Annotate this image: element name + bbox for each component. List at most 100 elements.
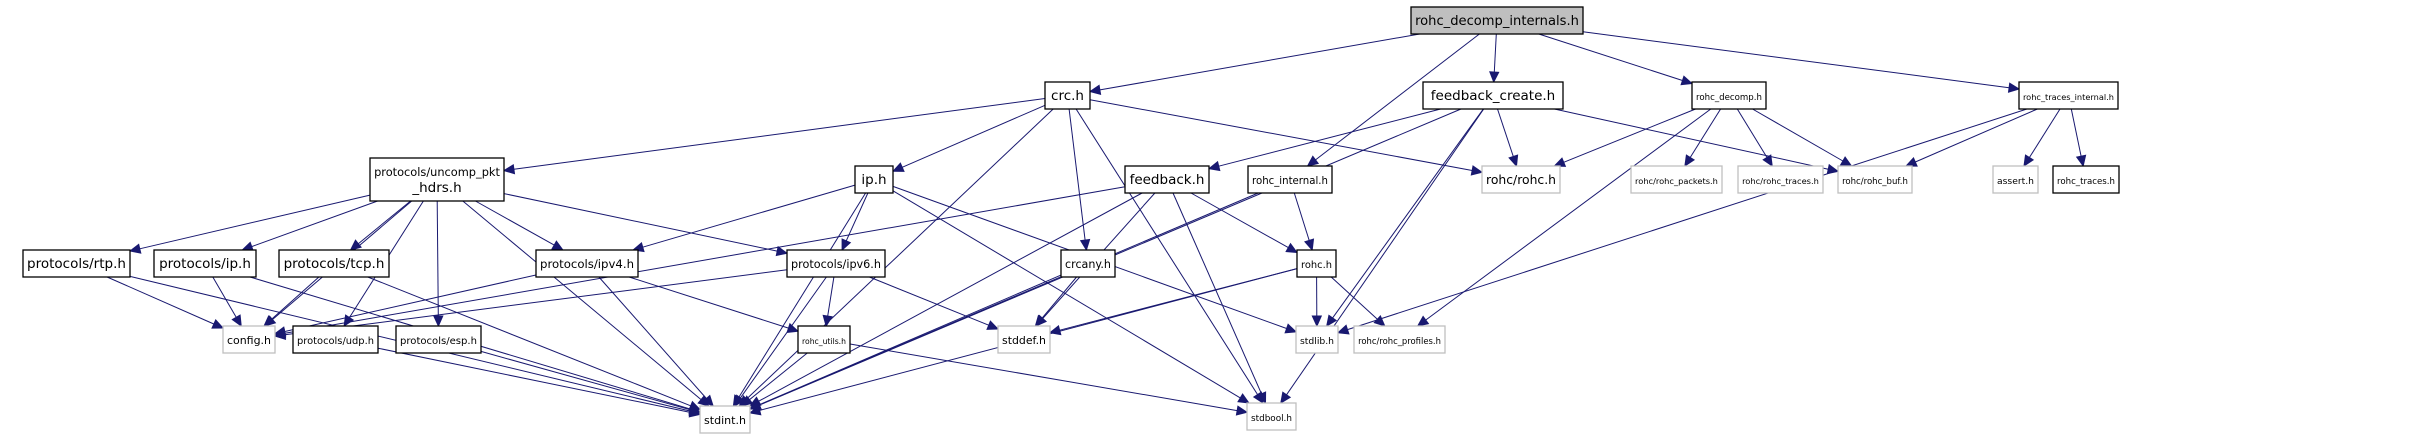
node-label: crcany.h (1065, 258, 1111, 271)
node-box (1992, 165, 2039, 194)
arrowhead-feedback-to-stdbool (1256, 391, 1267, 405)
edge-rohc_internal-to-rohc (1293, 192, 1310, 241)
node-box (1837, 165, 1913, 194)
node-stddef: stddef.h (997, 325, 1051, 354)
arrowhead-rohc_decomp-to-rohc_rohc (1553, 157, 1567, 167)
edge-feedback-to-stdbool (1172, 192, 1262, 395)
arrowhead-rohc_decomp-to-rohc_rohc_traces (1762, 154, 1773, 168)
edge-rohc_internal-to-stdint (759, 192, 1259, 406)
arrowhead-ip-to-stdbool (1237, 393, 1250, 404)
node-rohc[interactable]: rohc.h (1296, 249, 1337, 278)
edges-layer (106, 31, 2087, 418)
arrowhead-crc-to-uncomp_pkt_hdrs (502, 163, 516, 175)
node-label: protocols/ip.h (159, 256, 251, 272)
node-box (1481, 165, 1561, 194)
node-box (222, 325, 276, 354)
node-label: protocols/esp.h (400, 336, 477, 347)
node-label: rohc_internal.h (1252, 176, 1328, 187)
node-uncomp-pkt-hdrs[interactable]: protocols/uncomp_pkt_hdrs.h (369, 157, 505, 202)
edge-ipv6-to-stddef (869, 276, 989, 326)
edge-rohc_decomp-to-rohc_packets (1689, 108, 1722, 158)
edge-uncomp_pkt_hdrs-to-stdint (462, 200, 702, 400)
node-crc[interactable]: crc.h (1044, 81, 1091, 110)
node-stdbool: stdbool.h (1246, 402, 1297, 431)
node-crcany[interactable]: crcany.h (1060, 249, 1116, 278)
arrowhead-root-to-rohc_traces_internal (2007, 82, 2021, 93)
node-label: assert.h (1997, 176, 2034, 187)
edge-uncomp_pkt_hdrs-to-ipv6 (503, 193, 778, 252)
edge-feedback-to-rohc (1190, 192, 1289, 249)
arrowhead-rohc_utils-to-stdint (740, 395, 754, 407)
node-label: feedback_create.h (1431, 88, 1555, 104)
arrowhead-rohc-to-stdint (748, 405, 762, 416)
node-box (369, 157, 505, 202)
node-rohc-profiles: rohc/rohc_profiles.h (1353, 325, 1446, 354)
edge-crc-to-stdbool (1075, 108, 1259, 395)
node-box (854, 165, 894, 194)
arrowhead-rohc_traces_internal-to-stdlib (1336, 324, 1350, 335)
arrowhead-esp-to-stdint (688, 404, 702, 415)
node-ipv4[interactable]: protocols/ipv4.h (535, 249, 639, 278)
edge-rohc_utils-to-stdint (749, 352, 808, 401)
edge-ipv6-to-stdint (739, 276, 827, 399)
edge-ip-to-ipv4 (642, 184, 856, 248)
edge-rohc_traces_internal-to-rohc_traces (2070, 108, 2082, 157)
node-rtp[interactable]: protocols/rtp.h (22, 249, 131, 278)
arrowhead-ipv6-to-stdint (733, 394, 746, 407)
node-rohc-traces-internal[interactable]: rohc_traces_internal.h (2018, 81, 2119, 110)
edge-feedback-to-stdint (758, 192, 1143, 402)
edge-ip-to-stdbool (892, 190, 1241, 399)
node-box (786, 249, 886, 278)
edge-ipv4-to-config (284, 274, 537, 332)
edge-ip-to-ipv6 (845, 192, 869, 242)
edge-pip-to-config (212, 276, 237, 318)
edge-root-to-rohc_traces_internal (1582, 31, 2010, 89)
node-feedback-create[interactable]: feedback_create.h (1422, 81, 1564, 110)
node-label: stdbool.h (1251, 414, 1292, 424)
node-rohc-decomp[interactable]: rohc_decomp.h (1691, 81, 1767, 110)
arrowhead-ipv4-to-rohc_utils (786, 322, 800, 333)
node-pip[interactable]: protocols/ip.h (153, 249, 257, 278)
arrowhead-feedback_create-to-stdlib (1325, 314, 1338, 327)
edge-uncomp_pkt_hdrs-to-ipv4 (475, 200, 555, 246)
node-stdint: stdint.h (699, 405, 751, 434)
node-tcp[interactable]: protocols/tcp.h (278, 249, 390, 278)
edge-rohc_decomp-to-rohc_profiles (1425, 108, 1712, 321)
node-label: rohc/rohc_traces.h (1742, 176, 1819, 186)
arrowhead-crcany-to-stddef (1034, 314, 1047, 327)
node-box (699, 405, 751, 434)
edge-root-to-rohc_internal (1315, 33, 1480, 161)
node-feedback[interactable]: feedback.h (1124, 165, 1210, 194)
edge-feedback_create-to-rohc_rohc (1497, 108, 1514, 157)
arrowhead-ipv6-to-config (273, 329, 287, 341)
node-label: protocols/rtp.h (27, 256, 126, 272)
node-box (1044, 81, 1091, 110)
arrowhead-feedback-to-rohc (1285, 242, 1299, 254)
arrowhead-rohc_traces_internal-to-rohc_traces (2075, 154, 2087, 168)
node-root[interactable]: rohc_decomp_internals.h (1410, 6, 1584, 35)
node-rohc-utils[interactable]: rohc_utils.h (797, 325, 851, 354)
arrowhead-ipv6-to-stddef (986, 320, 1000, 330)
node-rohc-traces[interactable]: rohc_traces.h (2052, 165, 2120, 194)
node-stdlib: stdlib.h (1295, 325, 1339, 354)
node-label: rohc_traces.h (2057, 177, 2115, 187)
edge-uncomp_pkt_hdrs-to-esp (436, 200, 439, 317)
edge-rtp-to-config (106, 276, 215, 325)
node-box (395, 325, 482, 354)
node-esp[interactable]: protocols/esp.h (395, 325, 482, 354)
node-udp[interactable]: protocols/udp.h (292, 325, 379, 354)
node-ipv6[interactable]: protocols/ipv6.h (786, 249, 886, 278)
arrowhead-feedback_create-to-rohc_rohc (1508, 154, 1519, 168)
node-label: rohc/rohc_packets.h (1635, 176, 1718, 186)
node-label: stdlib.h (1300, 336, 1334, 347)
node-rohc-buf: rohc/rohc_buf.h (1837, 165, 1913, 194)
node-label: rohc.h (1301, 260, 1332, 271)
node-box (1422, 81, 1564, 110)
node-rohc-internal[interactable]: rohc_internal.h (1247, 165, 1333, 194)
arrowhead-uncomp_pkt_hdrs-to-ipv6 (775, 245, 789, 257)
node-label: stdint.h (704, 414, 746, 427)
node-ip[interactable]: ip.h (854, 165, 894, 194)
node-box (278, 249, 390, 278)
node-box (1295, 325, 1339, 354)
node-label: protocols/uncomp_pkt (374, 165, 500, 179)
